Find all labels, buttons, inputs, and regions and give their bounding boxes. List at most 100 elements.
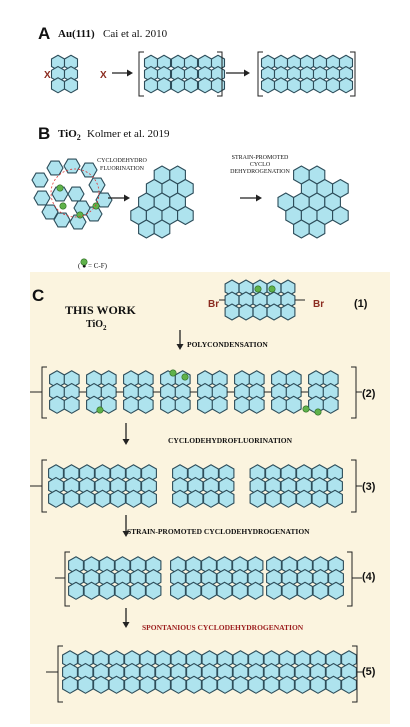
step-strain-line3: DEHYDROGENATION xyxy=(230,169,290,175)
ribbon5-ring xyxy=(294,650,311,669)
step-cyclodehydrofluorination-line1: CYCLODEHYDRO xyxy=(97,158,147,164)
ribbon3-ring xyxy=(218,489,235,508)
ribbon4-ring xyxy=(328,568,344,588)
monomer-ring xyxy=(143,77,159,94)
ribbon4-ring xyxy=(114,581,131,600)
polymer-ring xyxy=(100,370,117,389)
ribbon3-ring xyxy=(203,489,219,508)
polymer-ring xyxy=(248,382,265,402)
step-strain-line1: STRAIN-PROMOTED xyxy=(232,155,289,161)
fluorine-marker xyxy=(76,211,84,219)
ribbon4-ring xyxy=(83,581,100,600)
ribbon-ring xyxy=(273,77,289,94)
ribbon4-ring xyxy=(145,581,162,600)
ribbon3-ring xyxy=(249,476,266,496)
panel-c-letter: C xyxy=(32,286,44,305)
ribbon4-ring xyxy=(328,556,344,575)
monomer-ring xyxy=(183,77,199,94)
ribbon4-ring xyxy=(68,568,84,588)
ribbon3-ring xyxy=(141,464,157,483)
panel-b-citation: Kolmer et al. 2019 xyxy=(87,128,170,140)
ribbon5-ring xyxy=(294,675,311,694)
compound-number-3: (3) xyxy=(362,481,376,493)
ribbon3-ring xyxy=(187,489,204,508)
precursor-ring xyxy=(95,192,113,208)
ribbon3-ring xyxy=(125,464,142,483)
ribbon5-ring xyxy=(294,662,311,682)
polymer-ring xyxy=(211,382,228,402)
ribbon5-ring xyxy=(93,650,109,669)
ribbon5-ring xyxy=(62,675,78,694)
ribbon5-ring xyxy=(108,662,125,682)
fluorine-legend: ( ● = C-F) xyxy=(78,262,108,270)
ribbon3-ring xyxy=(125,476,142,496)
compound-number-1: (1) xyxy=(354,298,368,310)
ribbon5-ring xyxy=(263,650,280,669)
ribbon3-ring xyxy=(280,476,297,496)
ribbon5-ring xyxy=(186,650,202,669)
monomer-ring xyxy=(210,65,226,83)
ribbon5-ring xyxy=(248,662,264,682)
polymer-ring xyxy=(248,395,265,414)
ribbon4-ring xyxy=(232,568,248,588)
ribbon-ring xyxy=(260,77,276,94)
ribbon4-ring xyxy=(328,581,344,600)
fluorine-marker xyxy=(59,202,67,210)
ribbon5-ring xyxy=(124,662,140,682)
ribbon5-ring xyxy=(186,662,202,682)
monomer-c-ring xyxy=(224,303,240,321)
step-cyclodehydrofluorination: CYCLODEHYDROFLUORINATION xyxy=(168,436,293,445)
ribbon5-ring xyxy=(325,675,342,694)
ribbon5-ring xyxy=(155,675,171,694)
ribbon5-ring xyxy=(170,675,187,694)
polymer-ring xyxy=(285,370,302,389)
ribbon5-ring xyxy=(139,662,156,682)
ribbon4-ring xyxy=(68,556,84,575)
ribbon4-ring xyxy=(114,556,131,575)
ribbon3-ring xyxy=(249,489,266,508)
ribbon3-ring xyxy=(94,464,111,483)
ribbon5-ring xyxy=(93,675,109,694)
ribbon5-ring xyxy=(108,650,125,669)
polymer-ring xyxy=(160,395,176,414)
ribbon4-ring xyxy=(281,556,298,575)
monomer-ring xyxy=(170,77,186,94)
polymer-ring xyxy=(63,395,80,414)
ribbon-ring xyxy=(338,77,354,94)
ribbon3-ring xyxy=(79,464,95,483)
ribbon-ring xyxy=(312,77,328,94)
ribbon3-ring xyxy=(203,464,219,483)
monomer-c-ring xyxy=(266,303,282,321)
polymer-ring xyxy=(100,382,117,402)
polymer-ring xyxy=(174,382,191,402)
bracket-5-left xyxy=(57,645,63,703)
arrow-a1-head xyxy=(127,69,133,77)
precursor-ring xyxy=(63,158,81,174)
compound-number-5: (5) xyxy=(362,666,376,678)
ribbon4-ring xyxy=(201,556,217,575)
product-ring xyxy=(293,219,310,239)
ribbon4-ring xyxy=(170,556,186,575)
ribbon5-ring xyxy=(232,650,249,669)
polymer-ring xyxy=(63,382,80,402)
ribbon5-ring xyxy=(201,675,218,694)
precursor-ring xyxy=(33,190,51,206)
monomer-c-ring xyxy=(280,279,296,297)
bracket-a1-left xyxy=(138,51,144,97)
ribbon5-ring xyxy=(232,662,249,682)
ribbon3-ring xyxy=(265,464,281,483)
ribbon5-ring xyxy=(279,675,295,694)
monomer-ring xyxy=(50,77,66,94)
panel-b-letter: B xyxy=(38,124,50,143)
ribbon3-ring xyxy=(141,476,157,496)
ribbon5-ring xyxy=(170,650,187,669)
ribbon3-ring xyxy=(172,476,188,496)
polymer-ring xyxy=(100,395,117,414)
intermediate-ring xyxy=(153,219,171,239)
ribbon4-ring xyxy=(201,568,217,588)
polymer-ring xyxy=(211,370,228,389)
ribbon4-ring xyxy=(297,581,313,600)
ribbon3-ring xyxy=(296,476,312,496)
